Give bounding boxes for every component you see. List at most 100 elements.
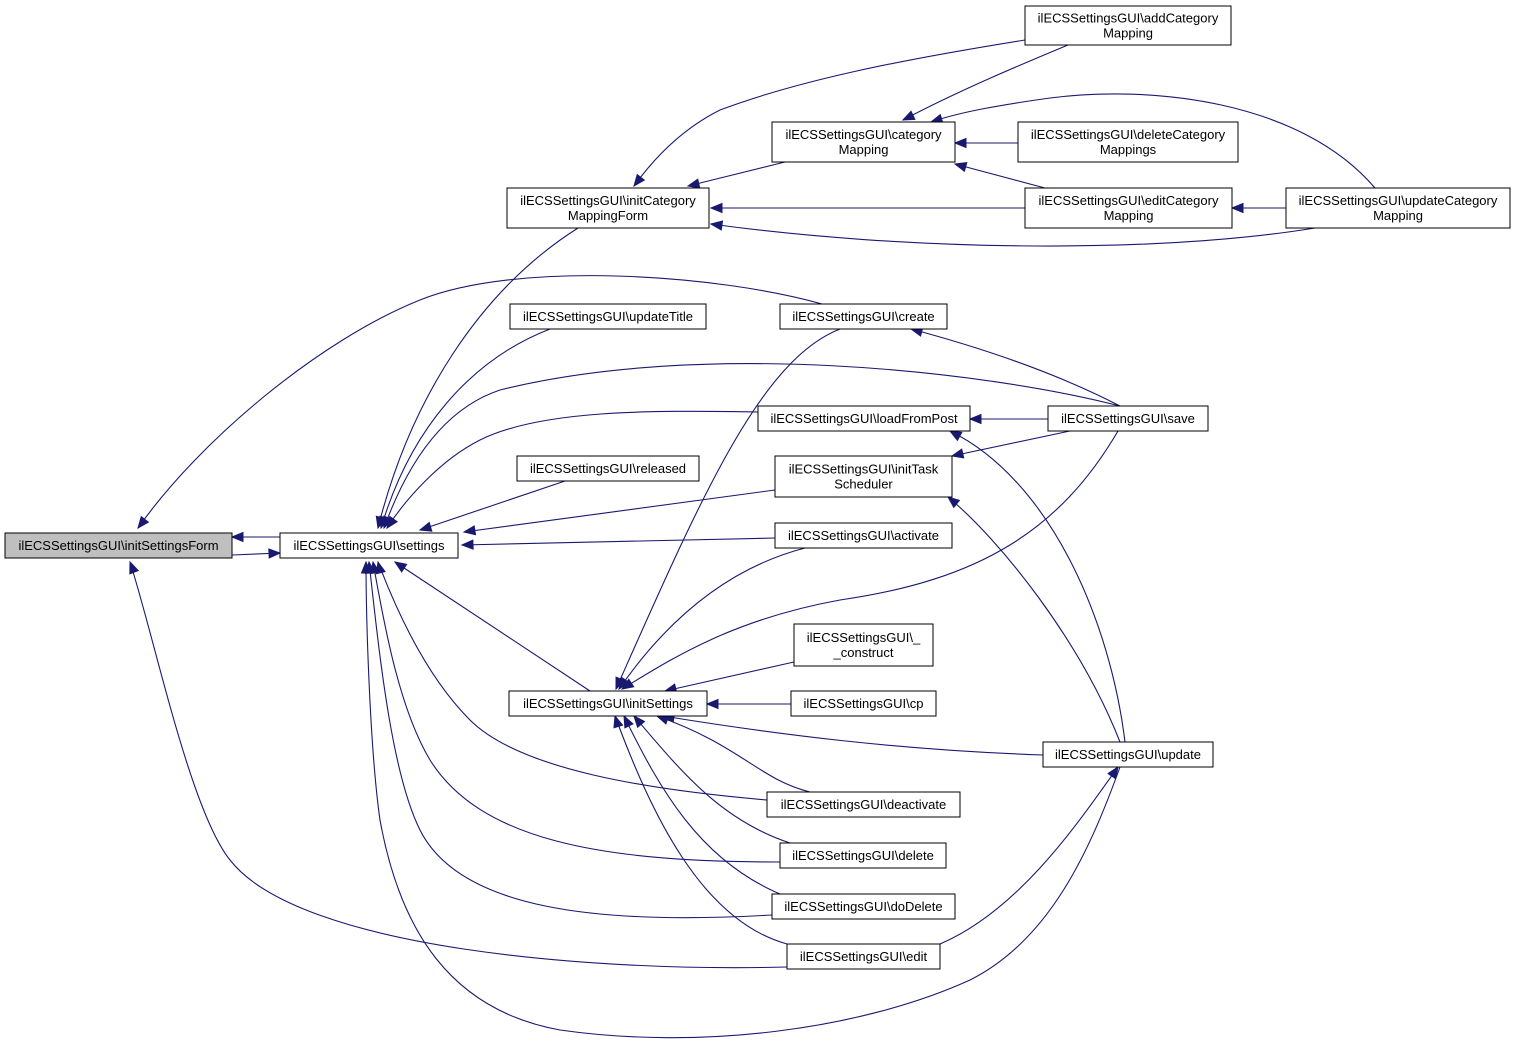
- node-activate[interactable]: ilECSSettingsGUI\activate: [774, 522, 953, 549]
- arrowhead-icon: [948, 430, 963, 442]
- node-label: ilECSSettingsGUI\released: [530, 461, 686, 476]
- node-loadFromPost[interactable]: ilECSSettingsGUI\loadFromPost: [757, 405, 971, 432]
- arrowhead-icon: [360, 560, 372, 574]
- edge-update-to-settings: [360, 560, 1121, 1039]
- edge-line: [129, 561, 788, 969]
- node-create[interactable]: ilECSSettingsGUI\create: [779, 303, 948, 330]
- node-delete[interactable]: ilECSSettingsGUI\delete: [779, 842, 947, 869]
- arrowhead-icon: [709, 220, 724, 231]
- node-box: [771, 121, 956, 163]
- node-label: ilECSSettingsGUI\activate: [788, 528, 939, 543]
- edge-line: [951, 430, 1071, 457]
- arrowhead-icon: [705, 698, 719, 710]
- edge-save-to-initTaskScheduler: [950, 430, 1071, 459]
- node-initSettings[interactable]: ilECSSettingsGUI\initSettings: [508, 690, 708, 717]
- arrowhead-icon: [393, 561, 408, 573]
- node-label: ilECSSettingsGUI\edit: [800, 949, 928, 964]
- edge-deleteCategoryMappings-to-categoryMapping: [953, 137, 1018, 149]
- node-label: ilECSSettingsGUI\updateTitle: [523, 309, 693, 324]
- edge-line: [664, 661, 795, 692]
- node-label: ilECSSettingsGUI\settings: [293, 538, 445, 553]
- edge-line: [949, 430, 1126, 743]
- edge-line: [377, 561, 768, 801]
- edge-line: [614, 715, 788, 945]
- node-cp[interactable]: ilECSSettingsGUI\cp: [790, 690, 937, 717]
- node-deactivate[interactable]: ilECSSettingsGUI\deactivate: [766, 791, 961, 818]
- edge-line: [615, 328, 841, 690]
- node-box: [786, 943, 941, 970]
- edge-edit-to-update: [939, 765, 1119, 945]
- edge-line: [380, 328, 551, 529]
- arrowhead-icon: [968, 413, 982, 425]
- node-box: [506, 187, 710, 229]
- edge-edit-to-initSettings: [613, 714, 788, 945]
- node-update[interactable]: ilECSSettingsGUI\update: [1042, 741, 1214, 768]
- node-box: [757, 405, 971, 432]
- edge-line: [386, 410, 759, 529]
- node-label: ilECSSettingsGUI\addCategory: [1038, 11, 1219, 26]
- node-label: ilECSSettingsGUI\loadFromPost: [770, 411, 958, 426]
- node-label: Mapping: [1104, 208, 1154, 223]
- edge-initTaskScheduler-to-settings: [462, 489, 776, 536]
- edge-line: [910, 328, 1121, 407]
- arrowhead-icon: [655, 714, 670, 725]
- arrowhead-icon: [901, 110, 916, 121]
- node-box: [1285, 187, 1511, 229]
- node-box: [1042, 741, 1214, 768]
- node-box: [508, 690, 708, 717]
- edge-line: [954, 163, 1046, 189]
- node-box: [1024, 187, 1233, 229]
- arrowhead-icon: [137, 515, 150, 530]
- edge-addCategoryMapping-to-initCategoryMappingForm: [633, 39, 1026, 188]
- node-label: ilECSSettingsGUI\_: [807, 630, 921, 645]
- arrowhead-icon: [686, 178, 701, 189]
- node-label: MappingForm: [568, 208, 648, 223]
- nodes: ilECSSettingsGUI\initSettingsForm ilECSSe…: [4, 5, 1511, 970]
- node-label: Mapping: [1103, 26, 1153, 41]
- edge-line: [618, 547, 806, 690]
- node-initSettingsForm[interactable]: ilECSSettingsGUI\initSettingsForm: [4, 532, 233, 559]
- edge-initSettingsForm-to-settings: [231, 548, 282, 559]
- node-label: ilECSSettingsGUI\create: [792, 309, 934, 324]
- node-doDelete[interactable]: ilECSSettingsGUI\doDelete: [771, 893, 956, 920]
- arrowhead-icon: [268, 548, 282, 559]
- edge-line: [419, 480, 566, 531]
- node-settings[interactable]: ilECSSettingsGUI\settings: [279, 532, 459, 559]
- node-box: [779, 303, 948, 330]
- edge-line: [902, 44, 1069, 121]
- edge-editCategoryMapping-to-categoryMapping: [953, 162, 1046, 189]
- edge-categoryMapping-to-initCategoryMappingForm: [686, 161, 786, 189]
- node-construct[interactable]: ilECSSettingsGUI\__construct: [793, 623, 934, 667]
- edge-line: [633, 39, 1026, 187]
- edge-line: [394, 561, 591, 692]
- node-label: Scheduler: [834, 477, 893, 492]
- node-edit[interactable]: ilECSSettingsGUI\edit: [786, 943, 941, 970]
- node-label: ilECSSettingsGUI\update: [1055, 747, 1201, 762]
- node-label: ilECSSettingsGUI\initSettings: [523, 696, 693, 711]
- edge-line: [662, 715, 1044, 756]
- edge-update-to-loadFromPost: [948, 430, 1126, 743]
- arrowhead-icon: [613, 714, 624, 729]
- node-save[interactable]: ilECSSettingsGUI\save: [1047, 405, 1209, 432]
- edge-update-to-initTaskScheduler: [946, 496, 1121, 743]
- node-updateTitle[interactable]: ilECSSettingsGUI\updateTitle: [509, 303, 707, 330]
- edge-addCategoryMapping-to-categoryMapping: [901, 44, 1069, 121]
- node-released[interactable]: ilECSSettingsGUI\released: [516, 455, 700, 482]
- node-box: [1017, 121, 1239, 163]
- edge-save-to-settings: [383, 363, 1121, 530]
- node-label: ilECSSettingsGUI\cp: [804, 696, 924, 711]
- edge-line: [710, 223, 1316, 247]
- edge-line: [383, 363, 1121, 529]
- arrowhead-icon: [946, 496, 961, 509]
- node-box: [774, 522, 953, 549]
- arrowhead-icon: [418, 521, 433, 532]
- edge-settings-to-initSettingsForm: [230, 531, 280, 543]
- arrowhead-icon: [633, 173, 646, 188]
